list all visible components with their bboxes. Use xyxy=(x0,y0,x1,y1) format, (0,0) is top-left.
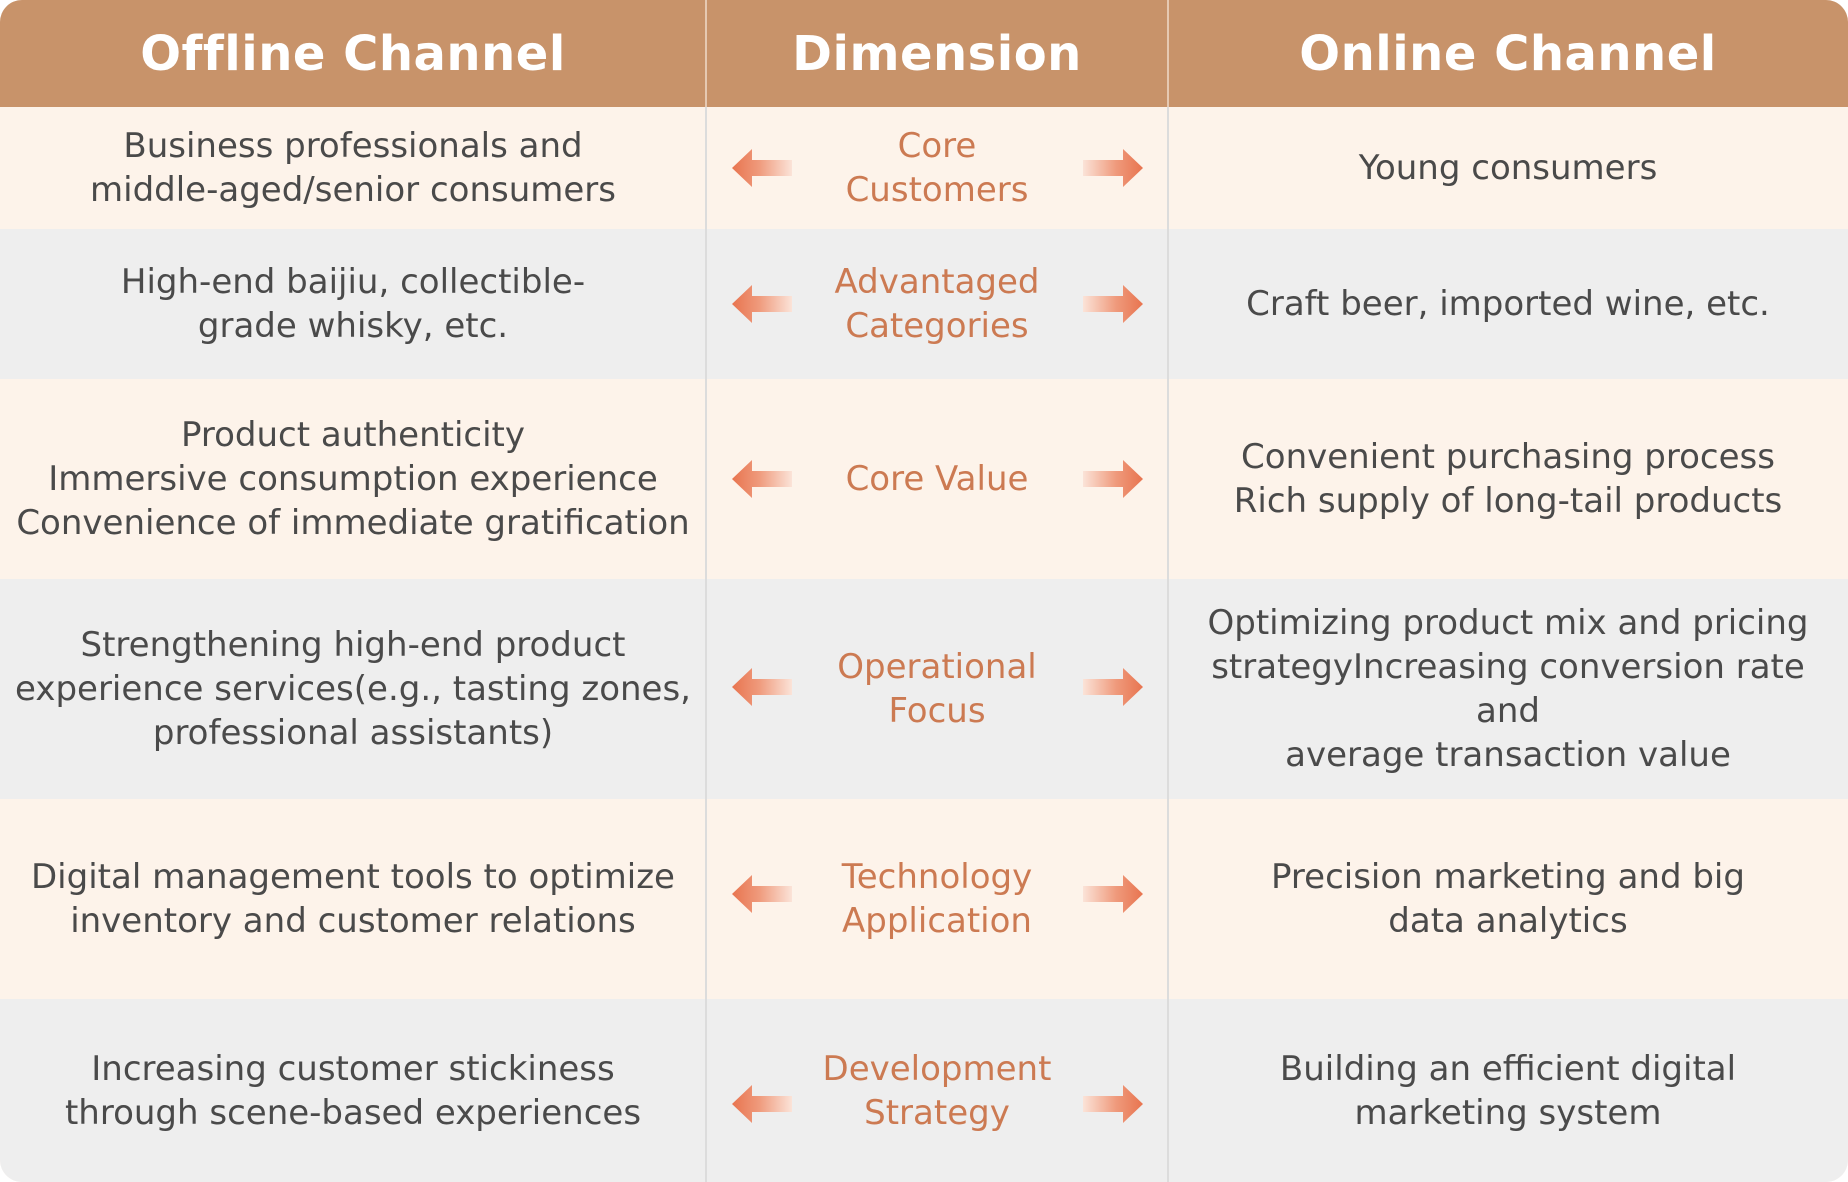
header-offline-channel: Offline Channel xyxy=(140,25,566,82)
table-row-operational-focus: Strengthening high-end product experienc… xyxy=(0,579,1848,799)
online-cell: Convenient purchasing process Rich suppl… xyxy=(1233,437,1783,521)
arrow-left-icon xyxy=(732,460,792,498)
online-cell: Building an efficient digital marketing … xyxy=(1279,1048,1737,1133)
arrow-right-icon xyxy=(1083,460,1143,498)
column-divider xyxy=(1167,0,1169,1182)
dimension-cell: Operational Focus xyxy=(837,647,1037,731)
dimension-cell: Advantaged Categories xyxy=(834,262,1040,346)
header-online-channel: Online Channel xyxy=(1299,25,1717,82)
online-cell: Young consumers xyxy=(1358,148,1658,188)
arrow-left-icon xyxy=(732,285,792,323)
dimension-cell: Technology Application xyxy=(841,857,1033,941)
table-row-advantaged-categories: High-end baijiu, collectible- grade whis… xyxy=(0,229,1848,379)
table-row-development-strategy: Increasing customer stickiness through s… xyxy=(0,999,1848,1182)
arrow-right-icon xyxy=(1083,149,1143,187)
online-cell: Precision marketing and big data analyti… xyxy=(1271,857,1745,941)
arrow-left-icon xyxy=(732,1085,792,1123)
dimension-cell: Core Value xyxy=(845,459,1029,499)
arrow-right-icon xyxy=(1083,285,1143,323)
table-header: Offline Channel Dimension Online Channel xyxy=(0,0,1848,107)
arrow-right-icon xyxy=(1083,875,1143,913)
column-divider xyxy=(705,0,707,1182)
dimension-cell: Development Strategy xyxy=(822,1048,1052,1133)
offline-cell: Digital management tools to optimize inv… xyxy=(31,857,675,941)
dimension-cell: Core Customers xyxy=(845,126,1029,210)
online-cell: Craft beer, imported wine, etc. xyxy=(1246,284,1770,324)
arrow-left-icon xyxy=(732,875,792,913)
offline-cell: Product authenticity Immersive consumpti… xyxy=(16,415,690,543)
offline-cell: High-end baijiu, collectible- grade whis… xyxy=(120,262,586,346)
table-row-core-customers: Business professionals and middle-aged/s… xyxy=(0,107,1848,229)
arrow-left-icon xyxy=(732,668,792,706)
arrow-right-icon xyxy=(1083,1085,1143,1123)
table-row-technology-application: Digital management tools to optimize inv… xyxy=(0,799,1848,999)
offline-cell: Business professionals and middle-aged/s… xyxy=(90,126,616,210)
online-cell: Optimizing product mix and pricing strat… xyxy=(1207,603,1809,775)
header-dimension: Dimension xyxy=(792,25,1082,82)
offline-cell: Increasing customer stickiness through s… xyxy=(64,1048,642,1133)
arrow-left-icon xyxy=(732,149,792,187)
header-divider xyxy=(1167,0,1169,107)
arrow-right-icon xyxy=(1083,668,1143,706)
header-divider xyxy=(705,0,707,107)
table-row-core-value: Product authenticity Immersive consumpti… xyxy=(0,379,1848,579)
offline-cell: Strengthening high-end product experienc… xyxy=(15,625,691,753)
